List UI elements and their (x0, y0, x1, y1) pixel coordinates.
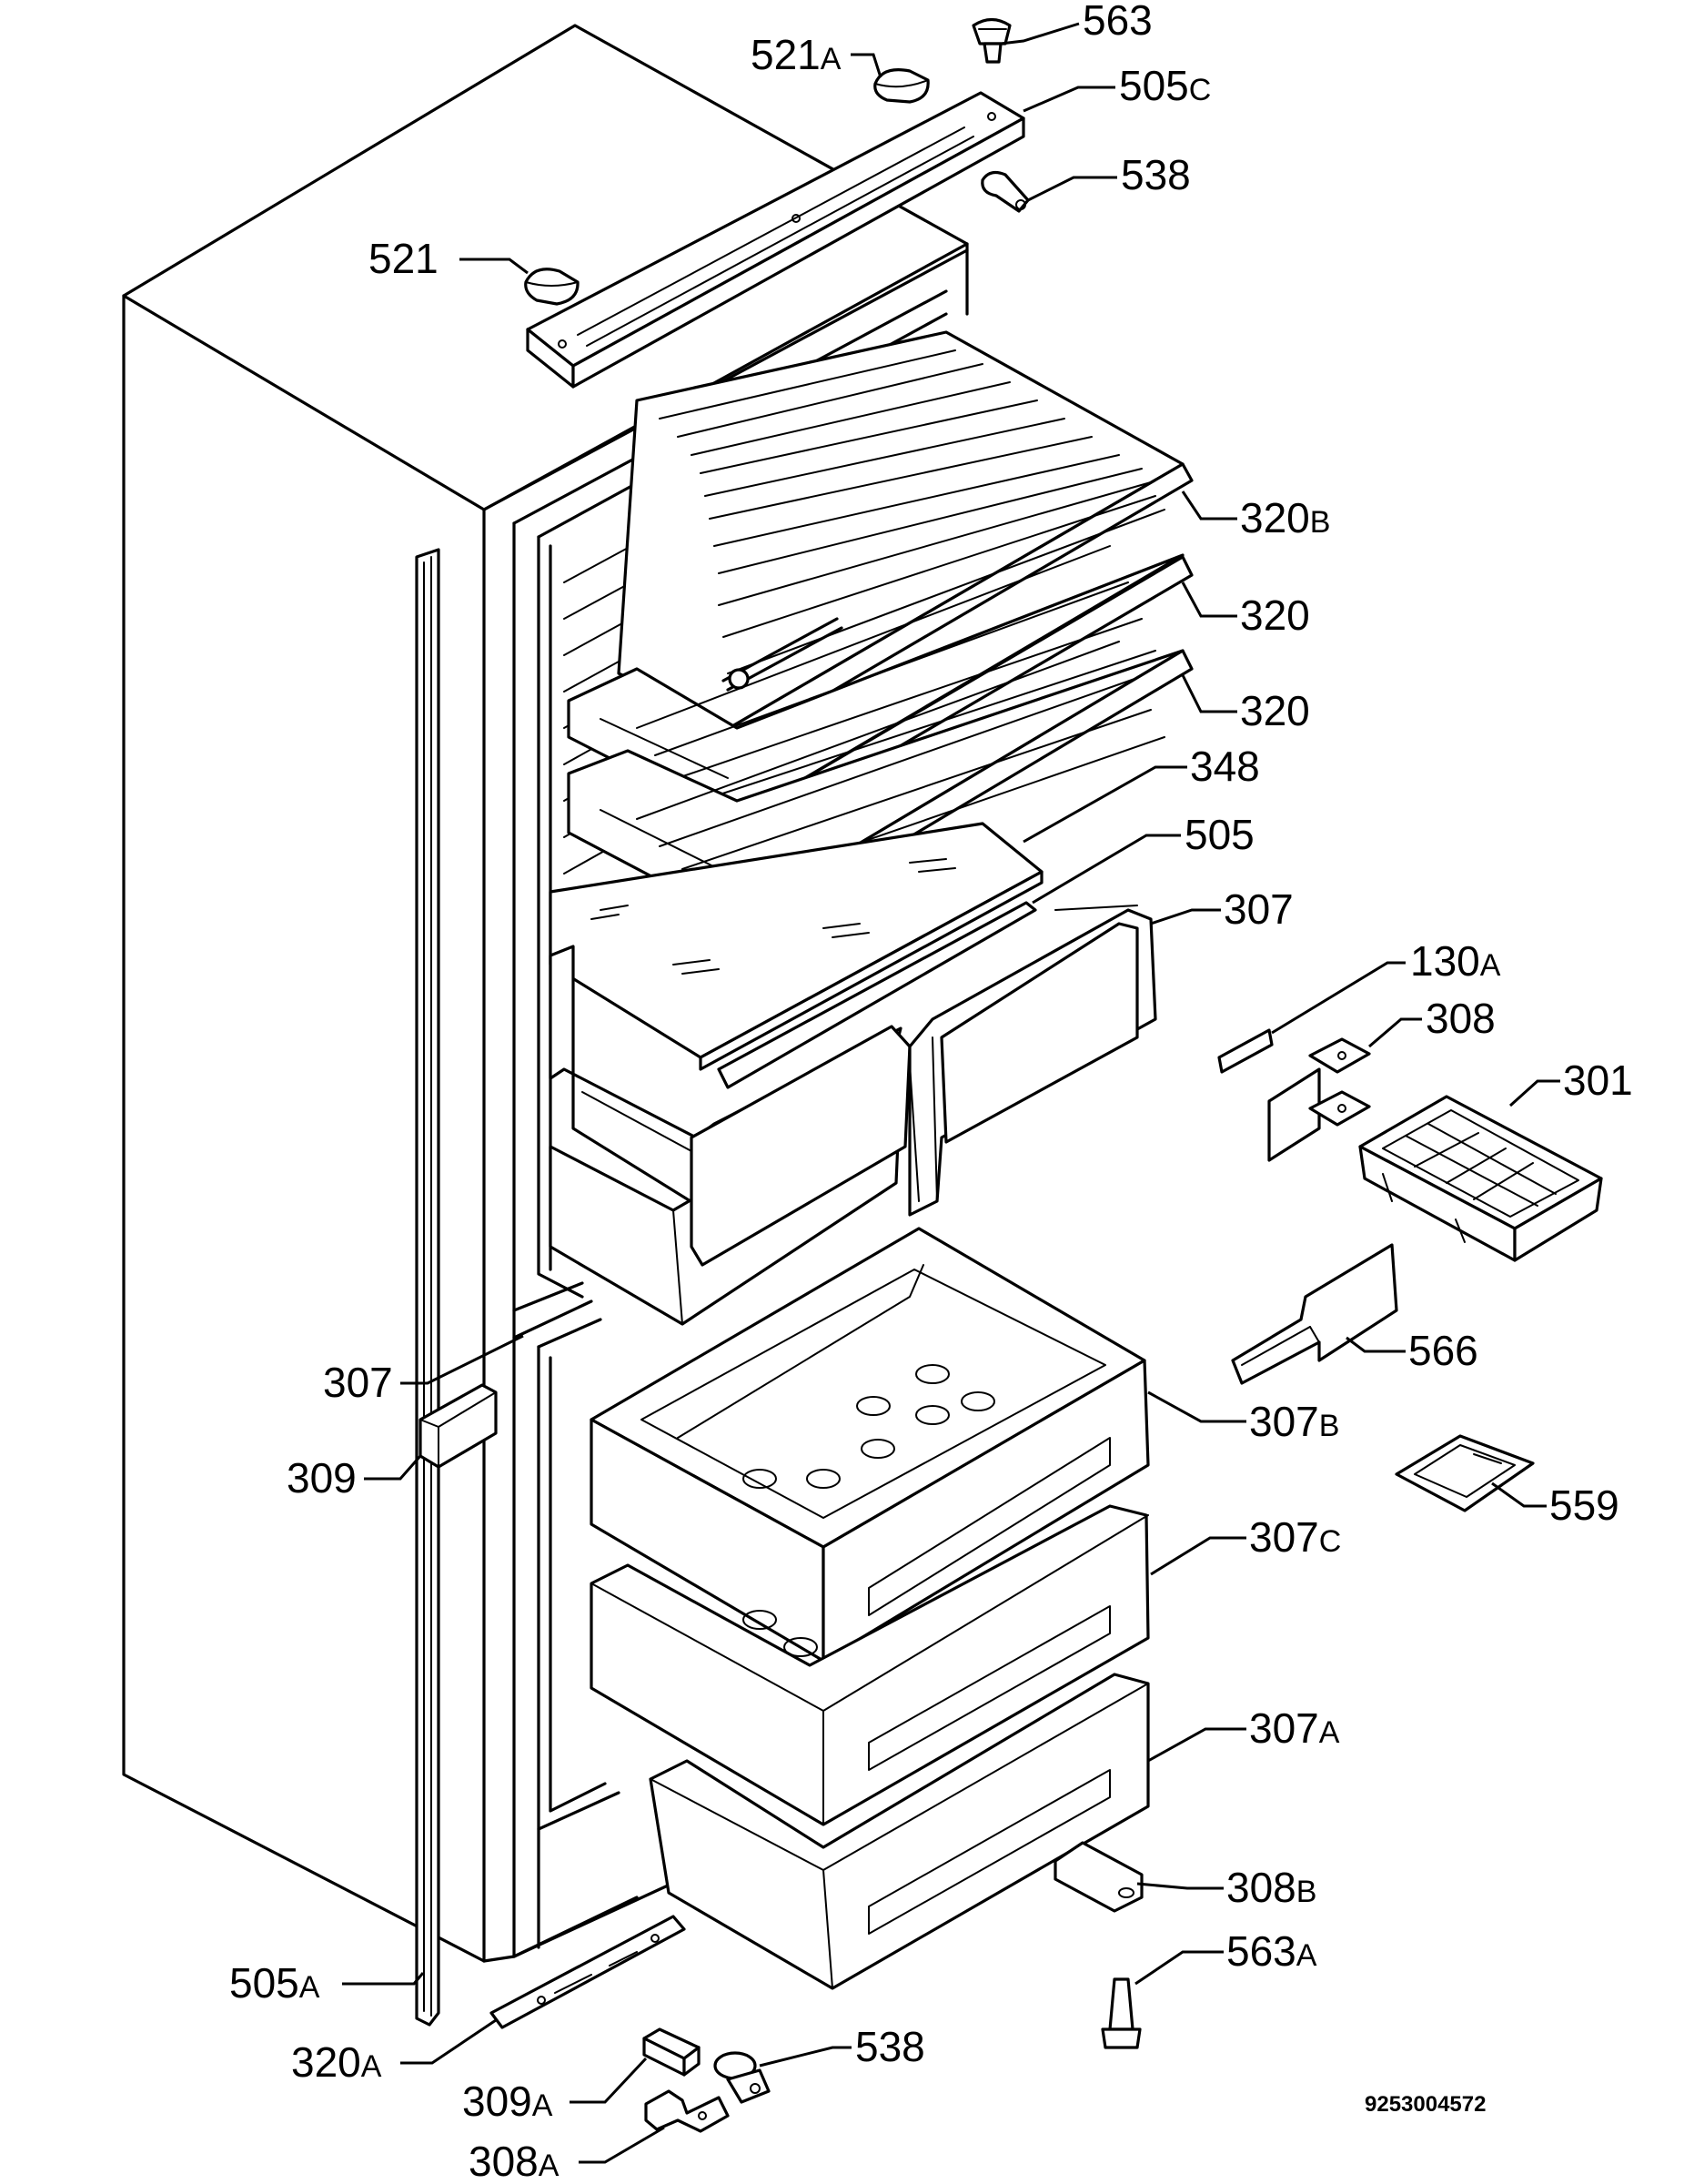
part-301-ice-tray (1358, 1095, 1603, 1262)
crisper-left-307 (549, 945, 912, 1326)
callout-307a: 307A (1249, 1704, 1340, 1752)
part-538-bushing-bottom (713, 2051, 771, 2104)
crisper-right-307 (908, 905, 1157, 1217)
trim-strip-505 (717, 901, 1037, 1089)
callout-307b: 307B (1249, 1398, 1339, 1445)
part-538-bushing-top (981, 170, 1030, 213)
callout-538-top: 538 (1121, 151, 1191, 198)
callout-301: 301 (1563, 1057, 1633, 1104)
leader-lines (342, 22, 1560, 2164)
part-320a-rail (489, 1915, 686, 2029)
shelf-320b (617, 330, 1194, 746)
part-505c-top-rail (526, 91, 1025, 389)
callout-559: 559 (1549, 1481, 1619, 1529)
freezer-drawer-307b (590, 1227, 1150, 1663)
door-seal-strip (415, 548, 440, 2027)
callout-307-left: 307 (323, 1359, 393, 1406)
part-559-cover (1395, 1434, 1535, 1512)
part-563-pin (972, 17, 1012, 64)
part-309a-block (642, 2027, 701, 2077)
callout-320a: 320A (291, 2038, 382, 2086)
callout-320-lower: 320 (1240, 687, 1310, 734)
callout-538-bottom: 538 (855, 2023, 925, 2070)
part-521a-cap (873, 68, 930, 104)
part-521-cap (524, 268, 580, 306)
callout-505a: 505A (229, 1959, 320, 2007)
part-308b-hinge (1054, 1841, 1144, 1913)
part-566-scraper (1231, 1243, 1398, 1385)
callout-307-top: 307 (1224, 885, 1294, 933)
callout-505c: 505C (1119, 62, 1211, 109)
callout-566: 566 (1408, 1327, 1478, 1374)
callout-320-middle: 320 (1240, 592, 1310, 639)
part-308-hinge (1267, 1037, 1371, 1162)
callout-labels: 563 521A 505C 538 521 320B 320 320 348 5… (229, 0, 1633, 2184)
callout-521: 521 (368, 235, 439, 282)
part-563a-pin (1101, 1977, 1142, 2049)
callout-505: 505 (1185, 811, 1255, 858)
callout-309a: 309A (462, 2078, 553, 2125)
freezer-drawer-307a (649, 1673, 1150, 1990)
callout-309: 309 (287, 1454, 357, 1502)
callout-308: 308 (1426, 995, 1496, 1042)
part-130a (1217, 1028, 1274, 1074)
callout-348: 348 (1190, 743, 1260, 790)
document-number: 9253004572 (1365, 2092, 1486, 2117)
callout-308b: 308B (1226, 1864, 1316, 1911)
callout-307c: 307C (1249, 1513, 1341, 1561)
callout-320b: 320B (1240, 494, 1330, 541)
callout-563a: 563A (1226, 1927, 1317, 1975)
callout-308a: 308A (469, 2138, 560, 2184)
callout-130a: 130A (1410, 937, 1501, 985)
glass-shelf-348 (549, 822, 1044, 1071)
freezer-drawer-307c (590, 1504, 1150, 1826)
part-308a-bracket (644, 2089, 730, 2133)
callout-563: 563 (1083, 0, 1153, 44)
callout-521a: 521A (751, 31, 842, 78)
